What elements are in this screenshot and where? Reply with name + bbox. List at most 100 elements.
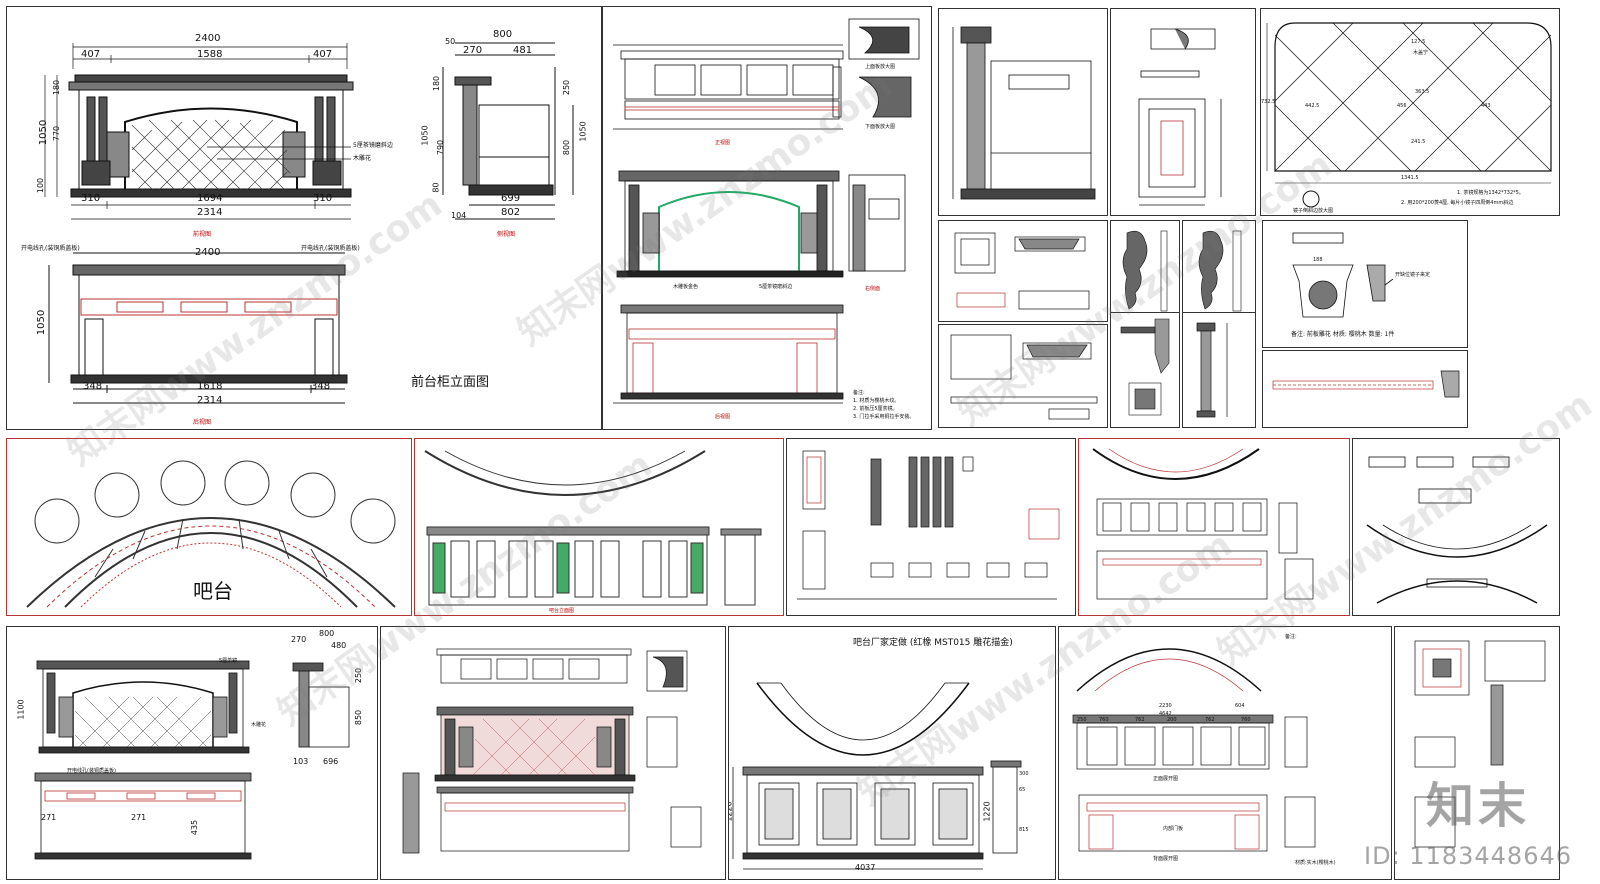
p6-note-0: 1. 茶镜规格为1342*732*5。 [1457, 190, 1524, 196]
p12-note-carving: 木雕花 [251, 722, 267, 728]
p15-row-2: 762 [1135, 717, 1145, 723]
dim-front-right: 407 [313, 49, 333, 60]
p6-dim-b: 363.5 [1415, 89, 1430, 95]
dim-front-plinth: 100 [36, 177, 46, 194]
panel-drawer-detail-b [938, 324, 1108, 428]
p15-row-4: 762 [1205, 717, 1215, 723]
p12-dim-side-b: 696 [323, 757, 339, 766]
p12-dim-bottom-b: 271 [131, 813, 147, 822]
panel-bar-plan: 吧台 [6, 438, 412, 616]
side-view-label: 侧视图 [497, 231, 516, 238]
bar-countertop-drawing [1366, 456, 1548, 604]
p12-dim-left-a: 1100 [16, 699, 26, 720]
p15-row-1: 760 [1099, 717, 1109, 723]
panel-carved-panel: 188 开缺位镜子来定 备注: 前板雕花 材质: 樱桃木 数量: 1件 [1262, 220, 1468, 348]
panel-column-detail [938, 8, 1108, 216]
dim-front-bottom-center: 1694 [197, 193, 223, 204]
panel-bar-detail-set [380, 626, 726, 880]
panel-molding-strip [1262, 350, 1468, 428]
reception-elevation-drawing [44, 42, 574, 404]
dim-front-body: 770 [52, 125, 62, 142]
p12-dim-top-c: 480 [331, 641, 347, 650]
p14-dim-right-d: 815 [1019, 827, 1029, 833]
back-dim-bottom-center: 1618 [197, 381, 223, 392]
p6-dim-f: 443 [1481, 103, 1491, 109]
p14-dim-right-c: 65 [1019, 787, 1026, 793]
mirror-layout-drawing [1266, 22, 1552, 208]
p2-top-detail: 上面板放大图 [865, 64, 896, 70]
dim-front-center: 1588 [197, 49, 223, 60]
dim-front-total-width: 2400 [195, 33, 221, 44]
brand-logo: 知末 [1425, 778, 1530, 834]
p12-note-mirror: 5厘茶镜 [219, 658, 238, 664]
side-dim-b: 270 [463, 45, 483, 56]
panel-molding-a [1110, 312, 1180, 428]
panel-bar-countertop [1352, 438, 1560, 616]
panel-bar-developed: 2230 4642 604 250 760 762 200 762 760 备注… [1058, 626, 1392, 880]
p6-wood-line: 木盖宁 [1413, 50, 1429, 56]
p14-dim-right-b: 300 [1019, 771, 1029, 777]
dim-front-left: 407 [81, 49, 101, 60]
p2-side-label: 右侧面 [865, 286, 881, 292]
dim-front-bottom-total: 2314 [197, 207, 223, 218]
p6-mirror-label: 镜子倒斜边放大图 [1293, 208, 1334, 214]
back-note-right: 开电线孔(装铜质盖板) [301, 245, 360, 252]
panel-bar-factory: 吧台厂家定做 (红橡 MST015 雕花描金) 1220 1220 300 65… [728, 626, 1056, 880]
back-note-left: 开电线孔(装铜质盖板) [21, 245, 80, 252]
p6-dim-total-w: 1341.5 [1401, 175, 1419, 181]
p15-back-label: 背面展开图 [1153, 856, 1179, 862]
p2-note-0: 备注: [853, 390, 865, 396]
reception-title: 前台柜立面图 [411, 375, 490, 390]
p12-dim-top-b: 800 [319, 629, 335, 638]
front-view-label: 前视图 [193, 231, 212, 238]
bar-developed-drawing [1072, 648, 1316, 852]
side-dim-bottom-b: 104 [451, 211, 467, 220]
bar-elevation-label: 吧台立面图 [549, 608, 575, 614]
side-dim-bottom-c: 802 [501, 207, 521, 218]
panel-carving-b [1182, 220, 1256, 324]
bar-factory-title: 吧台厂家定做 (红橡 MST015 雕花描金) [853, 638, 1013, 648]
p2-note-1: 1. 材质为樱桃木纹。 [853, 398, 900, 404]
resource-id: ID: 1183448646 [1364, 842, 1572, 870]
panel-pilaster [1182, 312, 1256, 428]
misc-details-drawing [1414, 640, 1546, 848]
p14-dim-left: 1220 [728, 801, 734, 822]
p6-dim-d: 442.5 [1305, 103, 1320, 109]
back-dim-left: 1050 [36, 309, 48, 336]
p2-back-label: 后视图 [715, 414, 731, 420]
p15-inner-label: 内部门板 [1163, 826, 1184, 832]
p2-gold-note: 木雕板金色 [673, 284, 699, 290]
p6-note-1: 2. 用200*200菱4厘, 每片小镜子四周倒4mm斜边 [1401, 200, 1514, 206]
p15-dim-b: 4642 [1159, 711, 1172, 717]
molding-strip-drawing [1272, 370, 1460, 398]
p7-note: 备注: 前板雕花 材质: 樱桃木 数量: 1件 [1291, 331, 1395, 338]
p2-front-label: 正视图 [715, 140, 731, 146]
panel-reception-elevation: 2400 407 1588 407 1050 180 770 100 310 1… [6, 6, 602, 430]
dim-front-cornice: 180 [52, 79, 62, 96]
p15-material: 材质:实木(樱桃木) [1295, 860, 1336, 866]
p7-dim: 188 [1313, 257, 1323, 263]
side-dim-left-c: 790 [436, 139, 446, 156]
drawer-detail-b-drawing [950, 334, 1098, 420]
side-dim-right-a: 250 [562, 79, 572, 96]
side-dim-right-c: 1050 [578, 121, 588, 142]
side-dim-right-b: 800 [562, 139, 572, 156]
side-dim-depth: 800 [493, 29, 513, 40]
dim-front-bottom-right: 310 [313, 193, 333, 204]
panel-drawer-detail-a [938, 220, 1108, 322]
note-carving: 木雕花 [353, 155, 372, 162]
p12-dim-top-a: 270 [291, 635, 307, 644]
side-dim-left-d: 80 [431, 182, 441, 193]
p12-dim-bottom-a: 271 [41, 813, 57, 822]
panel-door-detail [1110, 8, 1256, 216]
bar-plan-drawing [26, 460, 396, 608]
note-mirror: 5厘茶镜磨斜边 [353, 142, 393, 149]
panel-bar-elevation: 吧台立面图 [414, 438, 784, 616]
p12-dim-bottom-c: 435 [190, 819, 200, 836]
p12-dim-left-c: 850 [354, 709, 364, 726]
dim-front-bottom-left: 310 [81, 193, 101, 204]
p6-dim-a: 127.5 [1411, 39, 1426, 45]
p15-dim-a: 2230 [1159, 703, 1172, 709]
p14-dim-bottom: 4037 [855, 863, 876, 872]
p6-dim-total-h: 732.5 [1261, 99, 1276, 105]
